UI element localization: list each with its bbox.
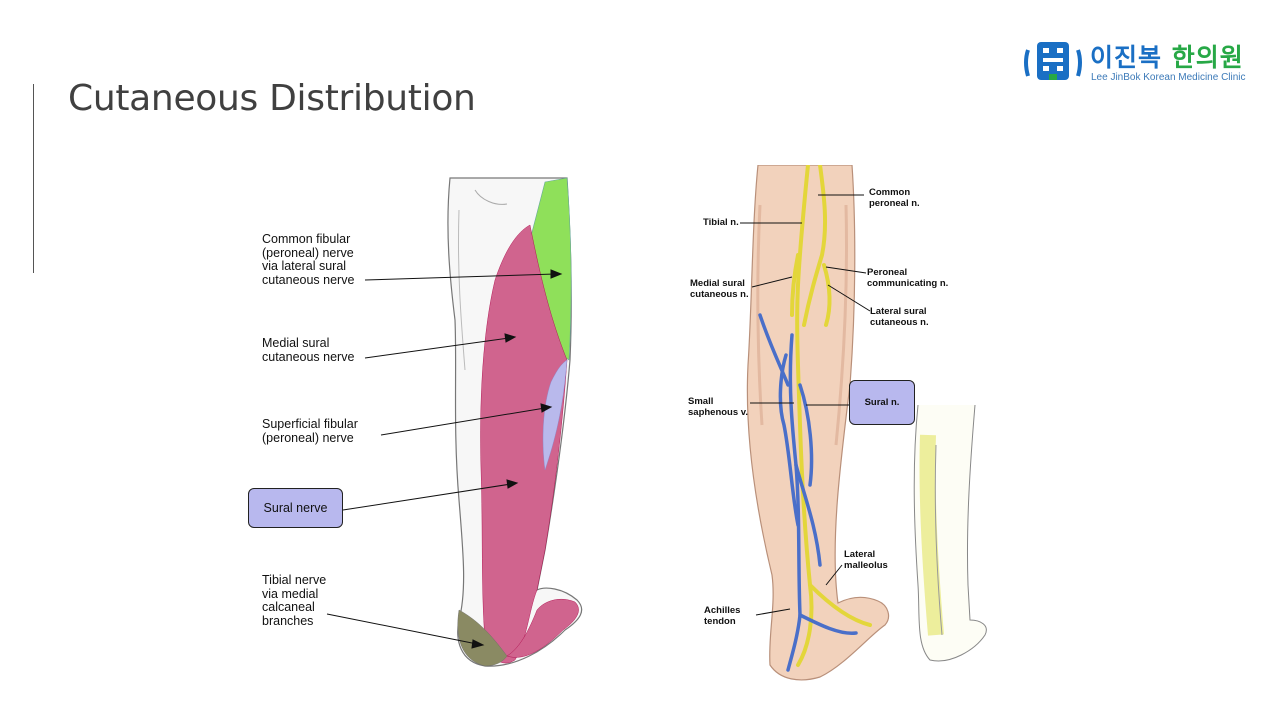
logo-name-part1: 이진복	[1090, 43, 1163, 72]
label-lateral-malleolus: Lateral malleolus	[844, 549, 888, 571]
clinic-logo: 이진복 한의원 Lee JinBok Korean Medicine Clini…	[1022, 38, 1272, 88]
logo-subtitle: Lee JinBok Korean Medicine Clinic	[1091, 72, 1246, 83]
zone-superficial-fibular	[542, 359, 568, 471]
label-medial-sural-nerve: Medial sural cutaneous nerve	[262, 336, 355, 364]
label-sural-n-highlight: Sural n.	[849, 380, 915, 425]
label-lateral-sural-cutaneous-n: Lateral sural cutaneous n.	[870, 306, 929, 328]
label-tibial-n: Tibial n.	[703, 217, 739, 228]
label-peroneal-communicating-n: Peroneal communicating n.	[867, 267, 949, 289]
label-sural-nerve-highlight: Sural nerve	[248, 488, 343, 528]
label-superficial-fibular-nerve: Superficial fibular (peroneal) nerve	[262, 417, 358, 445]
label-tibial-nerve: Tibial nerve via medial calcaneal branch…	[262, 573, 327, 628]
leg-skin	[746, 165, 890, 681]
label-medial-sural-cutaneous-n: Medial sural cutaneous n.	[690, 278, 749, 300]
leg-cutaneous-map-illustration	[326, 177, 583, 667]
veins	[758, 313, 858, 672]
label-common-fibular-nerve: Common fibular (peroneal) nerve via late…	[262, 232, 355, 287]
label-common-peroneal-n: Common peroneal n.	[869, 187, 920, 209]
logo-name: 이진복 한의원	[1090, 38, 1244, 74]
building-logo-icon	[1024, 42, 1082, 80]
leg-nerve-anatomy-illustration	[740, 165, 987, 681]
zone-tibial	[457, 609, 508, 667]
label-small-saphenous-v: Small saphenous v.	[688, 396, 749, 418]
slide-title: Cutaneous Distribution	[68, 78, 476, 119]
logo-name-part2: 한의원	[1171, 43, 1244, 72]
label-achilles-tendon: Achilles tendon	[704, 605, 741, 627]
slide-divider	[33, 84, 34, 273]
nerves	[790, 165, 872, 667]
